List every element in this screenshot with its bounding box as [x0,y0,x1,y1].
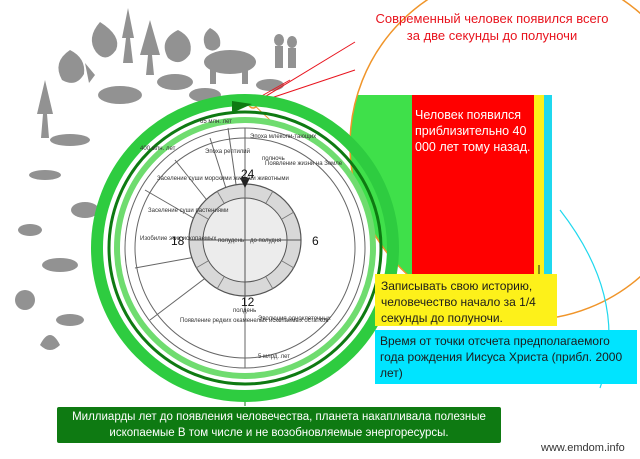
fish-icon [56,314,84,326]
dial-label-top: полночь [262,156,285,162]
era-label: Заселение суши растениями [148,208,229,214]
yellow-band [534,95,544,320]
dial-label-left: полудень [218,238,244,244]
era-label: Эпоха млекопи-тающих [250,134,316,140]
cyan-band [544,95,552,320]
christ-callout-box: Время от точки отсчета предполагаемого г… [375,330,637,384]
era-label: Изобилие этих ископаемых [140,236,216,242]
ring-arrow-icon [232,101,252,113]
ring-label: 5 млрд. лет [258,354,290,360]
tree-icon [164,30,191,63]
trilobite-icon [71,202,99,218]
era-label: Заселение суши морскими живыми животными [157,176,289,182]
clock-number-18: 18 [171,234,185,248]
era-label: Эволюция одноклеточных [258,316,331,322]
era-label: Появление редких окаменелых ископаемых о… [180,318,329,324]
clock-number-24: 24 [241,167,255,181]
tree-icon [203,28,221,51]
dinosaur-icon [98,86,142,104]
tree-icon [58,50,85,83]
animal-icon [157,74,193,90]
clock-pointer-icon [240,178,250,188]
tree-icon [91,22,118,58]
ring-label: 400 млн. лет [140,146,176,152]
era-label: Появление жизни на Земле [265,161,343,167]
animal-icon [256,79,284,91]
dinosaur-icon [85,63,95,83]
era-label: Эпоха рептилий [205,148,250,155]
fish-icon [29,170,61,180]
tree-icon [140,20,160,75]
tree-icon [37,80,53,138]
human-icon [274,34,284,46]
fish-icon [42,258,78,272]
shell-icon [15,290,35,310]
human-appeared-text: Человек появился приблизительно 40 000 л… [415,108,531,154]
fish-icon [50,134,90,146]
jellyfish-icon [40,335,60,350]
modern-human-callout: Современный человек появился всего за дв… [375,11,609,43]
outer-green-ring [91,94,399,402]
human-icon [287,36,297,48]
dial-label-right: до полудня [250,238,281,244]
dial-ticks [195,184,295,290]
clock-number-6: 6 [312,234,319,248]
history-callout-box: Записывать свою историю, человечество на… [375,274,557,326]
billions-callout-box: Миллиарды лет до появления человечества,… [57,407,501,443]
dial-label-bottom: полдень [233,308,256,314]
clock-number-12: 12 [241,295,255,309]
connector-line [252,41,356,105]
tree-icon [122,8,134,63]
ring-label: 65 млн. лет [200,119,232,125]
watermark: www.emdom.info [541,442,625,454]
shell-icon [18,224,42,236]
